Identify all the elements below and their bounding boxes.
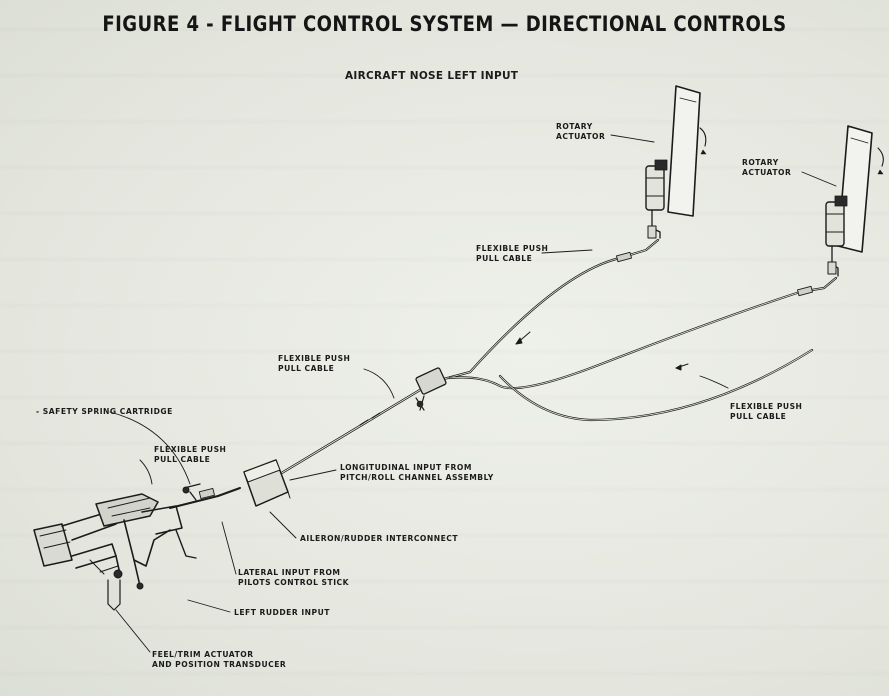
rudder-pedal-assembly: [33, 493, 197, 611]
label-line: PITCH/ROLL CHANNEL ASSEMBLY: [340, 472, 494, 482]
label-flexible-cable-mid: FLEXIBLE PUSH PULL CABLE: [278, 354, 350, 373]
rudder-surface-2: [837, 125, 884, 253]
label-line: AILERON/RUDDER INTERCONNECT: [300, 534, 459, 543]
label-lateral-input: LATERAL INPUT FROM PILOTS CONTROL STICK: [238, 568, 349, 587]
label-line: ACTUATOR: [742, 167, 792, 177]
label-rotary-actuator-2: ROTARY ACTUATOR: [742, 158, 791, 177]
label-line: FLEXIBLE PUSH: [730, 402, 803, 411]
figure-title: FIGURE 4 - FLIGHT CONTROL SYSTEM — DIREC…: [102, 12, 787, 36]
figure-subtitle: AIRCRAFT NOSE LEFT INPUT: [345, 70, 519, 82]
label-dash: -: [36, 407, 43, 416]
label-feel-trim-actuator: FEEL/TRIM ACTUATOR AND POSITION TRANSDUC…: [152, 650, 286, 669]
label-line: SAFETY SPRING CARTRIDGE: [42, 407, 173, 416]
label-line: FEEL/TRIM ACTUATOR: [152, 650, 254, 659]
cable-run-main: [278, 388, 422, 476]
label-line: PULL CABLE: [730, 411, 787, 421]
push-pull-rod-left: [169, 483, 219, 509]
leader-lines: [109, 134, 837, 653]
label-line: ROTARY: [742, 158, 779, 167]
label-flexible-cable-right: FLEXIBLE PUSH PULL CABLE: [730, 402, 802, 421]
label-line: ROTARY: [556, 122, 593, 131]
label-line: LEFT RUDDER INPUT: [234, 608, 330, 617]
label-line: PULL CABLE: [278, 363, 335, 373]
rotary-actuator-2: [825, 195, 848, 277]
label-left-rudder-input: LEFT RUDDER INPUT: [234, 608, 330, 618]
label-line: LATERAL INPUT FROM: [238, 568, 341, 577]
label-flexible-cable-left: FLEXIBLE PUSH PULL CABLE: [154, 445, 226, 464]
cable-junction: [415, 367, 447, 411]
label-line: PULL CABLE: [154, 454, 211, 464]
label-line: ACTUATOR: [556, 131, 606, 141]
label-line: FLEXIBLE PUSH: [476, 244, 549, 253]
label-aileron-rudder-interconnect: AILERON/RUDDER INTERCONNECT: [300, 534, 458, 544]
motion-arrows: [515, 331, 689, 371]
label-line: FLEXIBLE PUSH: [278, 354, 351, 363]
aileron-rudder-interconnect-box: [217, 459, 291, 507]
label-line: AND POSITION TRANSDUCER: [152, 659, 287, 669]
label-line: LONGITUDINAL INPUT FROM: [340, 463, 472, 472]
label-flexible-cable-upper: FLEXIBLE PUSH PULL CABLE: [476, 244, 548, 263]
label-line: PILOTS CONTROL STICK: [238, 577, 349, 587]
cable-run-upper: [438, 238, 660, 382]
rudder-surface-1: [667, 85, 707, 217]
label-safety-spring-cartridge: - SAFETY SPRING CARTRIDGE: [36, 407, 173, 417]
label-rotary-actuator-1: ROTARY ACTUATOR: [556, 122, 605, 141]
label-longitudinal-input: LONGITUDINAL INPUT FROM PITCH/ROLL CHANN…: [340, 463, 494, 482]
label-line: PULL CABLE: [476, 253, 533, 263]
label-line: FLEXIBLE PUSH: [154, 445, 227, 454]
rotary-actuator-1: [645, 159, 668, 239]
cable-run-right: [448, 276, 838, 422]
